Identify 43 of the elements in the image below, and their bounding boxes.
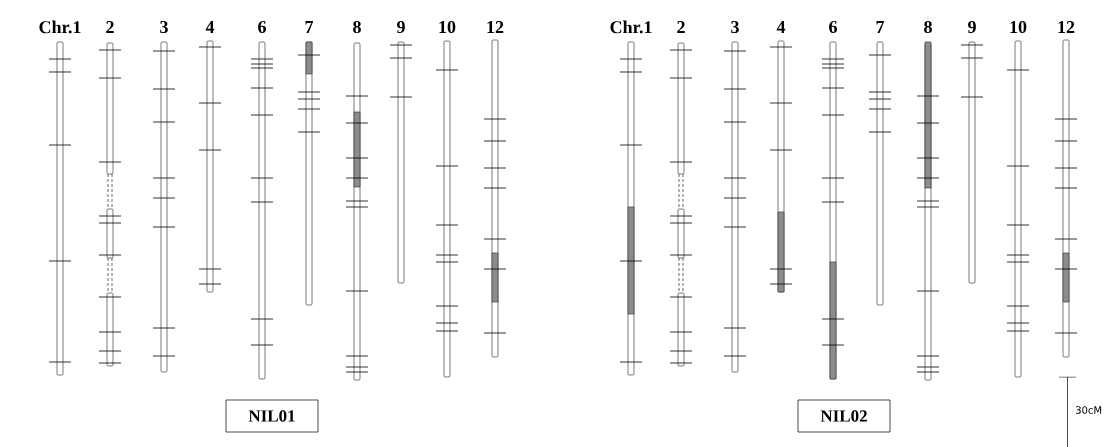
chromosome-bar: 2 [669,21,693,367]
chromosome-bar: 8 [345,20,369,381]
node-label: 10 [1010,20,1027,34]
node-label: 10 [439,20,456,34]
chromosome-bar: 3 [152,20,176,373]
chromosome-bar: Chr.1 [610,20,652,376]
name-box: NIL02 [797,399,891,433]
name-box: NIL01 [225,399,319,433]
node-label: 3 [160,20,168,34]
node-label: 12 [487,21,504,33]
node-label: 2 [106,21,114,33]
node-label: 4 [205,21,215,33]
chromosome-bar: 9 [960,20,984,284]
node-label: 8 [353,20,361,34]
node-label: 6 [829,20,837,34]
chromosome-bar: 4 [198,21,222,293]
chromosome-bar: 12 [483,21,507,358]
chromosome-bar: 7 [868,21,892,306]
node-label: 9 [396,20,405,34]
chromosome-bar: 10 [1006,20,1030,378]
chromosome-bar: 8 [916,20,940,381]
chromosome-bar: 10 [435,20,459,378]
chromosome-bar: 2 [98,21,122,367]
node-label: 9 [968,20,976,34]
node-label: 4 [776,21,786,33]
node-label: 7 [305,21,314,33]
node-label: Chr.1 [610,20,652,34]
chromosome-bar: 12 [1054,21,1078,358]
node-label: 12 [1058,21,1075,33]
chromosome-bar: 6 [821,20,845,380]
chromosome-bar: 3 [723,20,747,373]
node-label: Chr.1 [39,20,81,34]
chromosome-bar: 4 [769,21,793,293]
chromosome-bar: 7 [297,21,321,306]
node-label: 8 [924,20,932,34]
chromosome-bar: 6 [250,20,274,380]
node-label: 2 [677,21,685,33]
chromosome-bar: Chr.1 [39,20,81,376]
scale-label: 30cM [1076,406,1102,414]
chromosome-bar: 9 [389,20,413,284]
node-label: 6 [258,20,266,34]
node-label: 3 [731,20,739,34]
node-label: 7 [876,21,885,33]
